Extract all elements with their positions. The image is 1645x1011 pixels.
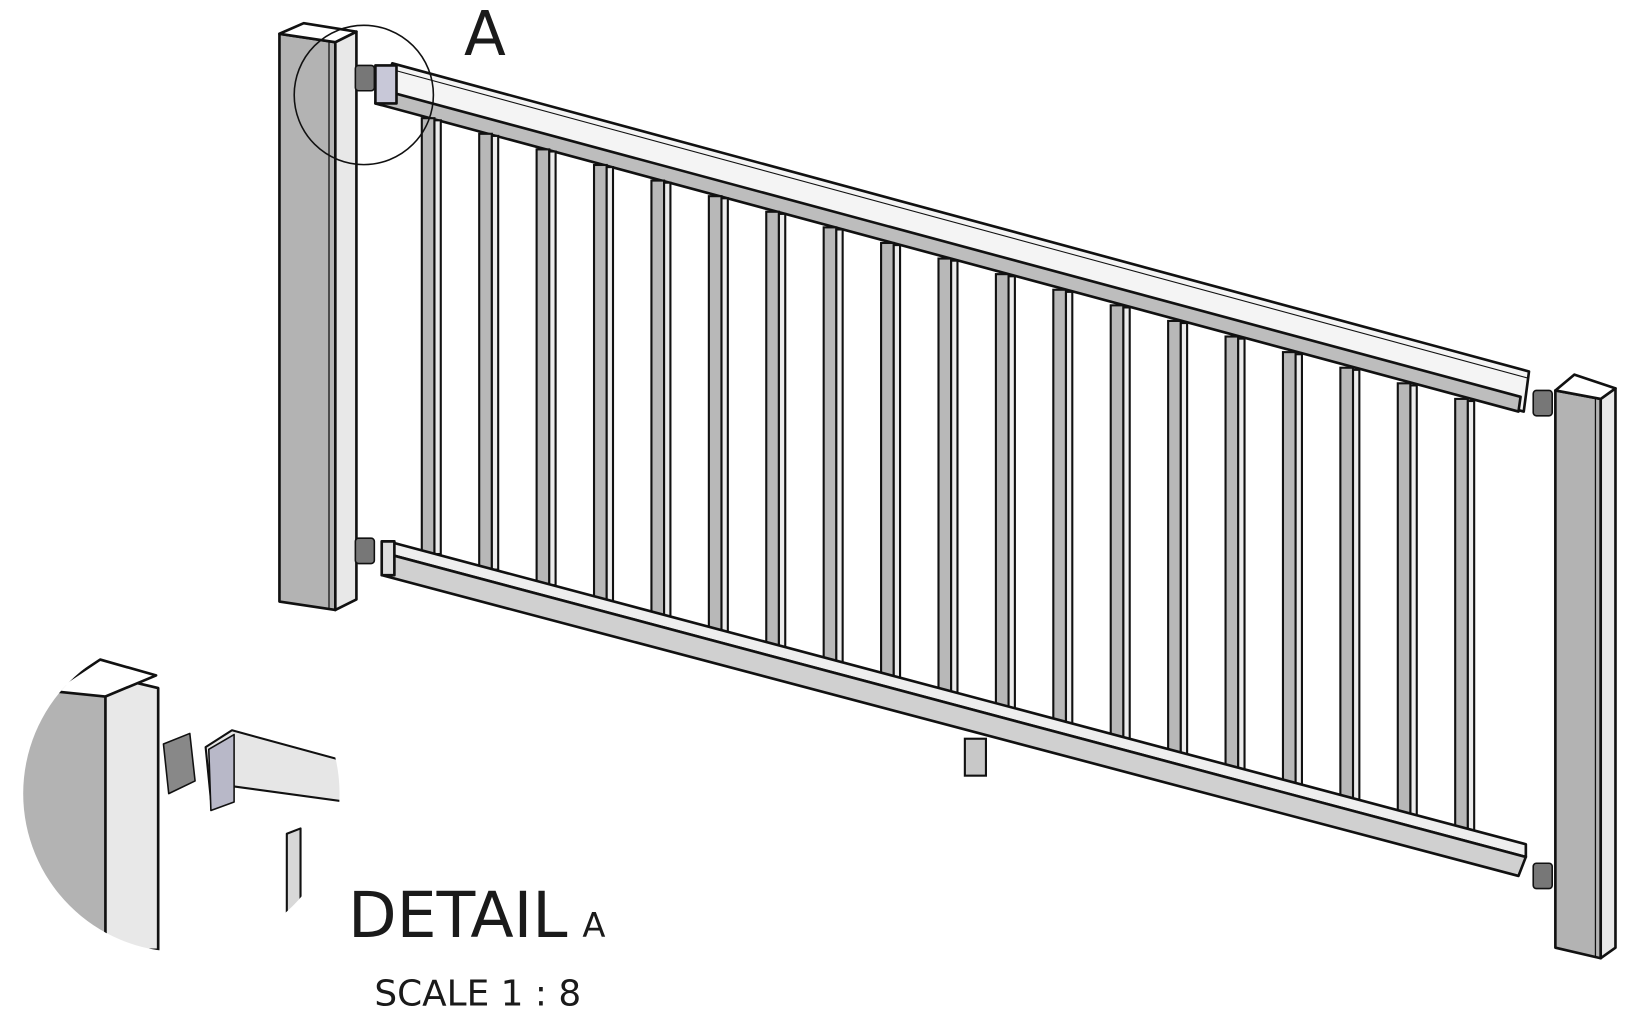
left-post: [278, 21, 358, 612]
baluster: [994, 273, 1016, 712]
baluster: [1454, 397, 1476, 836]
baluster: [822, 226, 844, 665]
detail-marker-circle: [293, 24, 435, 166]
detail-view: [23, 658, 340, 952]
baluster: [1281, 351, 1303, 790]
detail-scale: SCALE 1 : 8: [374, 974, 581, 1011]
bottom-rail: [380, 540, 1528, 878]
baluster: [937, 257, 959, 696]
baluster: [1167, 319, 1189, 758]
baluster: [1339, 366, 1361, 805]
baluster: [1396, 382, 1418, 821]
top-rail: [374, 62, 1531, 413]
baluster: [1109, 304, 1131, 743]
baluster: [420, 117, 442, 556]
baluster: [535, 148, 557, 587]
baluster: [650, 179, 672, 618]
right-post: [1554, 373, 1617, 960]
baluster: [707, 195, 729, 634]
balusters: [420, 117, 1476, 836]
post-brackets: [354, 64, 1553, 890]
baluster: [1052, 288, 1074, 727]
baluster: [478, 132, 500, 571]
baluster: [880, 241, 902, 680]
center-support: [963, 737, 988, 777]
baluster: [1224, 335, 1246, 774]
baluster: [592, 163, 615, 602]
detail-marker-label: A: [464, 0, 506, 70]
baluster: [765, 210, 787, 649]
